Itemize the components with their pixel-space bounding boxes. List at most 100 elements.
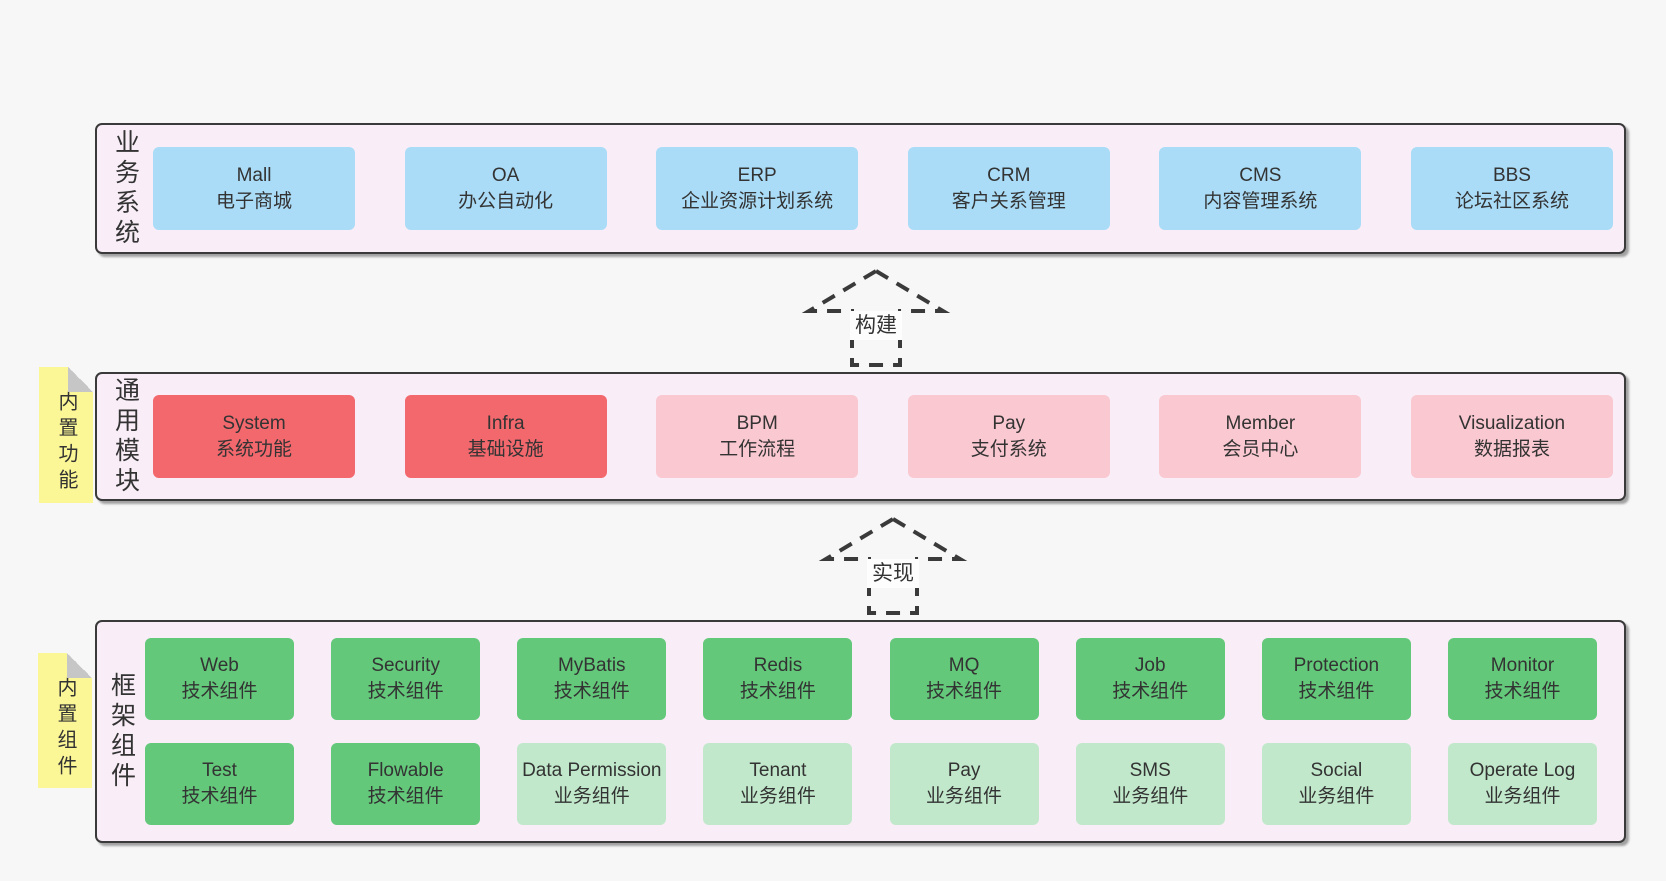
- box-subtitle: 工作流程: [719, 438, 796, 460]
- box-subtitle: 论坛社区系统: [1454, 190, 1569, 212]
- box-title: CMS: [1239, 164, 1282, 186]
- diagram-box-sms: SMS 业务组件: [1075, 743, 1225, 825]
- box-title: Web: [200, 655, 239, 676]
- box-title: MQ: [948, 655, 980, 676]
- diagram-box-oa: OA 办公自动化: [404, 147, 607, 230]
- box-title: BPM: [736, 412, 778, 434]
- note-fold-corner-icon: [67, 653, 92, 678]
- box-subtitle: 技术组件: [1298, 681, 1375, 702]
- box-subtitle: 系统功能: [215, 438, 292, 460]
- arrow-label-background: [850, 311, 902, 340]
- box-subtitle: 基础设施: [467, 438, 544, 460]
- diagram-box-visualization: Visualization 数据报表: [1410, 395, 1613, 478]
- box-subtitle: 技术组件: [181, 681, 258, 702]
- diagram-box-protection: Protection 技术组件: [1261, 638, 1411, 720]
- box-subtitle: 内容管理系统: [1203, 190, 1318, 212]
- box-title: Member: [1225, 412, 1296, 434]
- diagram-box-bbs: BBS 论坛社区系统: [1410, 147, 1613, 230]
- diagram-box-flowable: Flowable 技术组件: [331, 743, 481, 825]
- diagram-box-job: Job 技术组件: [1075, 638, 1225, 720]
- box-subtitle: 客户关系管理: [951, 190, 1066, 212]
- box-title: Operate Log: [1469, 760, 1576, 781]
- diagram-box-infra: Infra 基础设施: [404, 395, 607, 478]
- sticky-note-builtin-components: 内置组件: [38, 653, 92, 788]
- diagram-box-operate-log: Operate Log 业务组件: [1447, 743, 1597, 825]
- box-subtitle: 技术组件: [367, 681, 444, 702]
- arrow-label-background: [867, 559, 919, 588]
- box-subtitle: 业务组件: [1484, 786, 1561, 807]
- box-subtitle: 技术组件: [181, 786, 258, 807]
- box-subtitle: 业务组件: [739, 786, 816, 807]
- box-title: Redis: [753, 655, 803, 676]
- diagram-box-redis: Redis 技术组件: [703, 638, 853, 720]
- layer-label-text: 通用模块: [111, 376, 140, 497]
- layer-label-text: 框架组件: [107, 671, 136, 792]
- box-title: Test: [202, 760, 237, 781]
- diagram-box-mybatis: MyBatis 技术组件: [517, 638, 667, 720]
- box-subtitle: 技术组件: [739, 681, 816, 702]
- box-subtitle: 数据报表: [1473, 438, 1550, 460]
- box-subtitle: 企业资源计划系统: [681, 190, 834, 212]
- box-title: Social: [1310, 760, 1363, 781]
- box-subtitle: 支付系统: [970, 438, 1047, 460]
- box-title: MyBatis: [557, 655, 626, 676]
- box-title: System: [222, 412, 286, 434]
- arrow-outline: [801, 268, 951, 367]
- note-text: 内置功能: [55, 391, 77, 495]
- layer-label-text: 业务系统: [111, 128, 140, 249]
- box-subtitle: 技术组件: [926, 681, 1003, 702]
- diagram-box-bpm: BPM 工作流程: [656, 395, 859, 478]
- diagram-box-web: Web 技术组件: [145, 638, 294, 720]
- box-subtitle: 会员中心: [1222, 438, 1299, 460]
- dashed-up-arrow-build: 构建: [801, 268, 951, 367]
- box-title: CRM: [987, 164, 1031, 186]
- box-title: Protection: [1293, 655, 1380, 676]
- box-title: BBS: [1492, 164, 1531, 186]
- diagram-box-data-permission: Data Permission 业务组件: [517, 743, 667, 825]
- box-title: Data Permission: [522, 760, 662, 781]
- arrow-outline: [818, 516, 968, 615]
- diagram-box-mq: MQ 技术组件: [889, 638, 1039, 720]
- note-text: 内置组件: [54, 677, 76, 781]
- layer-label: 框架组件: [97, 622, 145, 841]
- diagram-box-tenant: Tenant 业务组件: [703, 743, 853, 825]
- box-subtitle: 业务组件: [1112, 786, 1189, 807]
- box-title: Tenant: [749, 760, 807, 781]
- box-subtitle: 办公自动化: [458, 190, 554, 212]
- box-title: Monitor: [1490, 655, 1555, 676]
- box-subtitle: 业务组件: [926, 786, 1003, 807]
- box-title: Security: [371, 655, 440, 676]
- box-title: SMS: [1129, 760, 1171, 781]
- diagram-box-system: System 系统功能: [153, 395, 355, 478]
- box-title: Visualization: [1458, 412, 1566, 434]
- box-title: OA: [491, 164, 520, 186]
- box-subtitle: 技术组件: [1112, 681, 1189, 702]
- box-subtitle: 技术组件: [367, 786, 444, 807]
- box-subtitle: 业务组件: [553, 786, 630, 807]
- diagram-box-member: Member 会员中心: [1159, 395, 1362, 478]
- dashed-up-arrow-implement: 实现: [818, 516, 968, 615]
- box-subtitle: 技术组件: [553, 681, 630, 702]
- diagram-box-cms: CMS 内容管理系统: [1159, 147, 1362, 230]
- box-title: Pay: [947, 760, 981, 781]
- diagram-box-security: Security 技术组件: [331, 638, 481, 720]
- layer-label: 通用模块: [97, 374, 153, 499]
- box-title: Job: [1134, 655, 1166, 676]
- box-title: Flowable: [367, 760, 444, 781]
- diagram-box-test: Test 技术组件: [145, 743, 294, 825]
- layer-label: 业务系统: [97, 125, 153, 252]
- note-fold-corner-icon: [68, 367, 93, 392]
- sticky-note-builtin-functions: 内置功能: [39, 367, 93, 503]
- box-title: Infra: [486, 412, 525, 434]
- box-title: Mall: [236, 164, 272, 186]
